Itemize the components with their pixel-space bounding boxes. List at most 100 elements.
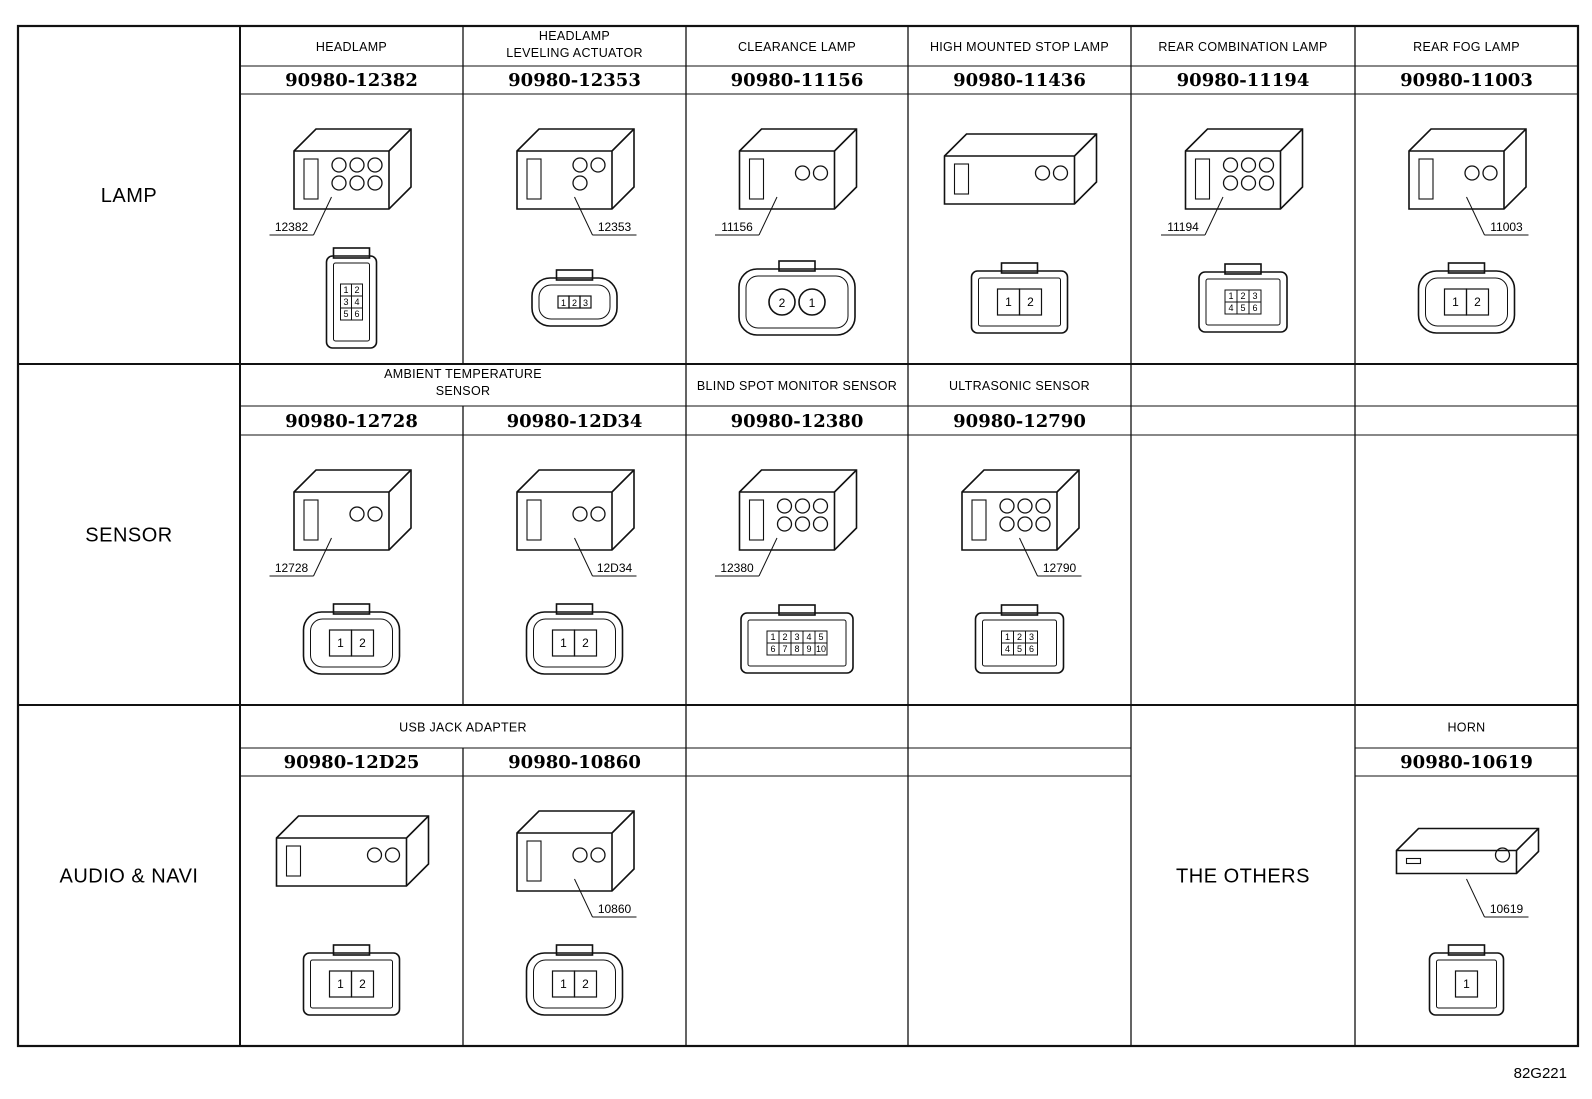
connector-name: HORN xyxy=(1447,721,1485,735)
connector-body-edge xyxy=(276,815,430,886)
connector-body-outline xyxy=(293,469,412,551)
category-label-sensor: SENSOR xyxy=(85,525,172,547)
part-number: 90980-11003 xyxy=(1400,70,1533,91)
terminal-cavity xyxy=(572,506,588,522)
connector-name: HIGH MOUNTED STOP LAMP xyxy=(930,40,1109,54)
connector-housing-inner xyxy=(533,618,616,668)
connector-body-outline xyxy=(738,128,858,210)
pin-cell xyxy=(573,629,598,657)
connector-housing-inner xyxy=(745,275,849,329)
connector-name: REAR COMBINATION LAMP xyxy=(1158,40,1327,54)
connector-code-label: 11156 xyxy=(721,220,753,234)
callout-leader xyxy=(1466,878,1485,918)
connector-lock-tab xyxy=(1000,604,1039,616)
pin-number: 1 xyxy=(343,285,348,295)
connector-code-label: 11194 xyxy=(1167,220,1199,234)
terminal-cavity xyxy=(1052,165,1069,181)
connector-cell[interactable] xyxy=(1130,364,1355,705)
pin-number: 8 xyxy=(794,644,799,654)
part-number: 90980-11156 xyxy=(731,70,864,91)
connector-lock-tab xyxy=(1224,263,1262,275)
callout-leader xyxy=(574,878,593,918)
pin-number: 1 xyxy=(560,977,567,991)
terminal-cavity xyxy=(367,175,383,191)
connector-code-label: 12790 xyxy=(1043,561,1077,575)
connector-housing-face xyxy=(325,255,378,349)
connector-lock-tab xyxy=(1000,262,1039,274)
connector-body-outline xyxy=(1395,827,1540,875)
pin-number: 2 xyxy=(1017,632,1022,642)
connector-housing-face xyxy=(1428,952,1505,1016)
connector-body-edge xyxy=(1396,827,1540,874)
connector-body-outline xyxy=(961,469,1080,551)
terminal-cavity xyxy=(1222,175,1239,191)
terminal-cavity xyxy=(572,175,588,191)
connector-rib xyxy=(526,499,542,541)
connector-body-edge xyxy=(1409,128,1527,209)
connector-housing-inner xyxy=(310,959,393,1009)
connector-cell[interactable] xyxy=(685,705,908,1046)
pin-cell xyxy=(1454,970,1479,998)
connector-body-outline xyxy=(1184,128,1304,210)
pin-cell xyxy=(350,970,375,998)
connector-rib xyxy=(285,845,302,877)
connector-body-outline xyxy=(943,133,1098,205)
pin-number: 6 xyxy=(354,309,359,319)
pin-cell xyxy=(768,288,796,316)
callout-leader xyxy=(1466,196,1485,236)
connector-cell[interactable] xyxy=(907,705,1131,1046)
terminal-cavity xyxy=(1035,516,1051,532)
connector-body-edge xyxy=(962,469,1080,550)
pin-number: 5 xyxy=(818,632,823,642)
pin-number: 2 xyxy=(359,636,366,650)
connector-housing-face xyxy=(970,270,1069,334)
connector-cell[interactable] xyxy=(1354,364,1578,705)
part-number: 90980-12382 xyxy=(285,70,418,91)
connector-housing-inner xyxy=(538,284,611,320)
callout-leader xyxy=(758,537,778,577)
connector-cell[interactable]: THE OTHERS xyxy=(1130,705,1310,1046)
pin-number: 5 xyxy=(1240,303,1245,313)
pin-number: 3 xyxy=(794,632,799,642)
pin-number: 1 xyxy=(1452,295,1459,309)
pin-number: 2 xyxy=(1474,295,1481,309)
connector-body-outline xyxy=(516,128,635,210)
connector-code-label: 12728 xyxy=(275,561,309,575)
connector-housing-inner xyxy=(1205,278,1281,326)
terminal-cavity xyxy=(590,157,606,173)
connector-lock-tab xyxy=(555,603,594,615)
connector-body-outline xyxy=(516,810,635,892)
connector-body-outline xyxy=(275,815,430,887)
terminal-cavity xyxy=(1464,165,1480,181)
connector-name: USB JACK ADAPTER xyxy=(399,721,527,735)
connector-code-label: 12380 xyxy=(720,561,754,575)
connector-lock-tab xyxy=(778,260,816,272)
pin-number: 3 xyxy=(583,298,588,308)
connector-housing-face xyxy=(740,612,854,674)
terminal-cavity xyxy=(1258,175,1275,191)
callout-leader xyxy=(574,196,593,236)
connector-name: CLEARANCE LAMP xyxy=(738,40,856,54)
pin-number: 4 xyxy=(1005,644,1010,654)
connector-body-edge xyxy=(294,128,412,209)
pin-cell xyxy=(1018,288,1043,316)
connector-housing-face xyxy=(738,268,856,336)
pin-number: 2 xyxy=(779,296,786,310)
terminal-cavity xyxy=(590,847,606,863)
connector-rib xyxy=(1405,857,1422,865)
pin-number: 5 xyxy=(1017,644,1022,654)
